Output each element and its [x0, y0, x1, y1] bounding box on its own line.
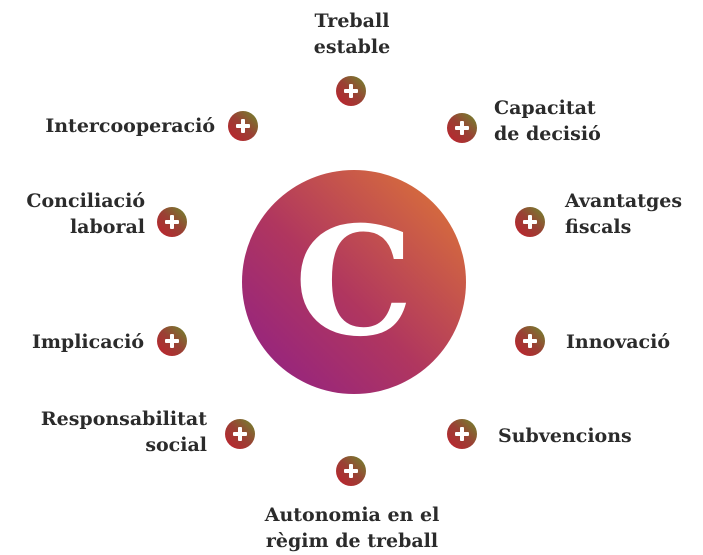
- plus-icon-implicacio: [157, 326, 187, 356]
- plus-icon-conciliacio-laboral: [157, 207, 187, 237]
- center-letter: C: [294, 194, 414, 370]
- label-autonomia: Autonomia en el règim de treball: [264, 504, 440, 552]
- label-implicacio: Implicació: [31, 331, 144, 353]
- plus-icon-treball-estable: [336, 76, 366, 106]
- center-circle: C: [242, 170, 466, 394]
- label-conciliacio-laboral: Conciliació laboral: [26, 190, 145, 238]
- label-innovacio: Innovació: [566, 331, 670, 353]
- label-intercooperacio: Intercooperació: [45, 115, 215, 137]
- plus-icon-subvencions: [447, 419, 477, 449]
- label-responsabilitat-social: Responsabilitat social: [40, 408, 207, 456]
- plus-icon-responsabilitat-social: [225, 419, 255, 449]
- label-subvencions: Subvencions: [498, 425, 632, 447]
- plus-icon-innovacio: [515, 326, 545, 356]
- label-capacitat-de-decisio: Capacitat de decisió: [494, 97, 601, 145]
- plus-icon-intercooperacio: [228, 111, 258, 141]
- label-treball-estable: Treball estable: [313, 10, 391, 58]
- plus-icon-autonomia: [336, 456, 366, 486]
- plus-icon-avantatges-fiscals: [515, 207, 545, 237]
- plus-icon-capacitat-de-decisio: [447, 113, 477, 143]
- label-avantatges-fiscals: Avantatges fiscals: [565, 190, 683, 238]
